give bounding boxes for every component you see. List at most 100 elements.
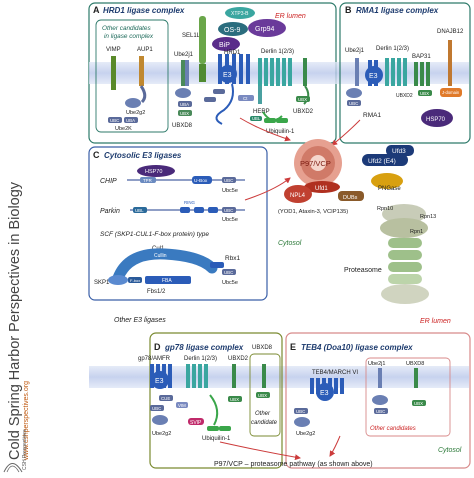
herp-label: HERP [253,109,270,115]
ube2j1-e-label: Ube2j1 [368,361,385,367]
panel-e-title: TEB4 (Doa10) ligase complex [301,343,413,352]
ube2g2-d-label: Ube2g2 [152,431,171,437]
chip-ubox: U-Box [194,178,208,184]
chip-e2: Ubc5e [222,188,238,194]
ufd2 [362,154,408,166]
panel-a-letter: A [93,5,100,15]
dubs [338,191,364,201]
parkin-ring: RING [184,200,196,205]
derlin-b [385,58,407,86]
journal-website: www.cshperspectives.org [23,381,30,461]
ubc-d: UBC [152,406,161,411]
npl4 [284,185,312,203]
other-candidates-e-label: Other candidates [370,426,416,432]
parkin-ubl: UBL [135,208,144,213]
scf-ubc: UBC [224,270,233,275]
derlin-d-label: Derlin 1(2/3) [184,356,217,362]
scf-title: SCF (SKP1-CUL1-F-box protein) type [100,231,209,238]
teb4-label: TEB4/MARCH VI [312,370,358,376]
dnajb12-label: DNAJB12 [437,29,464,35]
journal-title: Cold Spring Harbor Perspectives in Biolo… [7,181,23,460]
candidates-label-2: in ligase complex [104,33,154,40]
ubxd2-b-label: UBXD2 [396,93,413,99]
candidates-label-1: Other candidates [102,25,151,32]
panel-d-title: gp78 ligase complex [164,343,244,352]
ube2j1-a-label: Ube2j1 [174,52,194,58]
fba-label: FBA [162,278,172,284]
gp78-e3-label: E3 [155,378,164,385]
npl4-label: NPL4 [290,193,306,199]
gp78-e3 [151,371,169,389]
grp94 [248,19,286,37]
cofactors-label: (YOD1, Ataxin-3, VCIP135) [278,209,348,215]
parkin-e2: Ubc5e [222,217,238,223]
cytosol-label-top: Cytosol [278,240,302,247]
jdomain-label: J-domain [442,90,460,95]
dubs-label: DUBs [343,195,358,201]
other-e3-label: Other E3 ligases [114,317,166,324]
cullin-label: Cullin [154,253,167,259]
ubxd2-a-label: UBXD2 [293,109,314,115]
other-candidate-d-1: Other [255,411,271,417]
ubx-d: UBX [230,397,239,402]
ufd1 [304,181,340,193]
hsp70-b-label: HSP70 [426,117,446,123]
derlin-b-label: Derlin 1(2/3) [376,46,409,52]
chip-ubc: UBC [224,178,233,183]
er-membrane-bottom [89,366,469,388]
panel-d-frame [149,332,283,469]
ubx-d2: UBX [258,393,267,398]
ube2k-label: Ube2K [115,126,132,132]
other-candidates-e-box [365,357,451,437]
ubc-e2: UBC [376,409,385,414]
sel1l-protein [199,16,206,64]
ubx-b: UBX [420,91,429,96]
panel-e-letter: E [290,342,296,352]
ubxd8-e-label: UBXD8 [406,361,424,367]
hsp70-b [421,109,453,127]
aup1-label: AUP1 [137,47,153,53]
rma1-e3-label: E3 [369,73,378,80]
rpn1-label: Rpn1 [410,229,423,235]
skp1-label: SKP1 [94,280,110,286]
panel-b-frame [339,2,471,144]
pngase-label: PNGase [378,186,401,192]
ubc-a1: UBC [110,118,119,123]
svip [188,418,204,425]
xtp3b [225,7,255,19]
bip [212,37,240,51]
panel-c-frame [88,146,268,301]
proteasome [380,204,429,304]
ube2g2-e-label: Ube2g2 [296,431,315,437]
proteasome-label: Proteasome [344,267,382,274]
os9 [218,22,248,36]
cullin-arc [112,248,218,284]
ubx-e: UBX [414,401,423,406]
p97-label: P97/VCP [300,159,331,168]
panel-c-letter: C [93,150,100,160]
os9-label: OS-9 [224,27,240,34]
panel-c-title: Cytosolic E3 ligases [104,151,182,160]
other-candidate-box [249,353,281,437]
ubiquilin-a-label: Ubiquilin-1 [266,129,295,135]
fbox-label: F-box [130,278,140,283]
ubl-a: UBL [252,116,261,121]
ubxd8-d-label: UBXD8 [252,345,273,351]
csh-logo: CSH Perspectives [3,429,28,473]
rbx1-label: Rbx1 [225,255,241,262]
ufd3-label: Ufd3 [392,148,406,155]
ufd3 [386,145,414,156]
panel-a-title: HRD1 ligase complex [103,6,185,15]
parkin-label: Parkin [100,208,120,215]
ube2g2-a-label: Ube2g2 [126,110,145,116]
panel-e-frame [285,332,471,469]
derlin-d [186,364,208,388]
bap31-label: BAP31 [412,54,431,60]
aup1-protein [139,56,144,86]
rpn10-label: Rpn10 [377,206,393,212]
parkin-ubc: UBC [224,208,233,213]
ubc-a2: UBA [126,118,135,123]
chip-hsp70 [137,165,175,177]
derlin-a [258,58,292,86]
